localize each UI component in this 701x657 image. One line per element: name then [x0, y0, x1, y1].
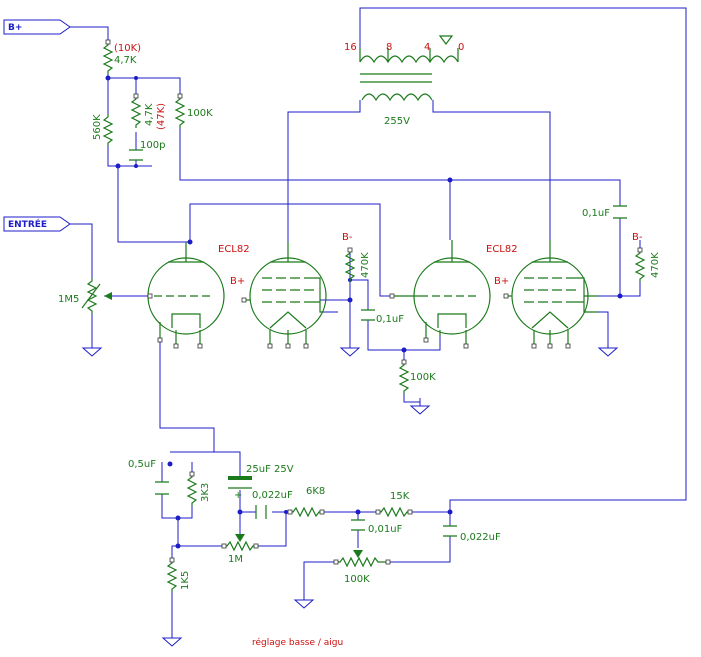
label-c-100p: 100p — [140, 140, 165, 151]
ground-100k — [294, 591, 314, 609]
label-r-6k8: 6K8 — [306, 486, 325, 497]
ground-tube2 — [598, 339, 618, 357]
capacitor-25uf: + — [228, 476, 252, 501]
tube-2-pentode — [506, 240, 598, 346]
capacitor-100p — [129, 149, 143, 161]
tube-left-label: ECL82 — [218, 244, 250, 255]
bplus-left-label: B+ — [230, 276, 245, 287]
label-c-001: 0,01uF — [368, 524, 403, 535]
resistor-15k — [377, 507, 411, 517]
label-r-1k5: 1K5 — [180, 571, 191, 590]
output-transformer: 16 8 4 0 255V — [344, 35, 464, 127]
resistor-4k7-top — [103, 41, 113, 75]
ground-mid — [410, 397, 430, 415]
label-c-05: 0,5uF — [128, 459, 156, 470]
tap-16: 16 — [344, 42, 357, 53]
junctions — [105, 75, 623, 549]
tube-right-label: ECL82 — [486, 244, 518, 255]
capacitor-0022uf-1 — [255, 505, 267, 519]
bminus-1-label: B- — [342, 232, 353, 243]
label-r-560k: 560K — [92, 114, 103, 140]
tap-8: 8 — [386, 42, 392, 53]
resistor-560k — [103, 113, 113, 147]
tap-0: 0 — [458, 42, 464, 53]
bminus-2-label: B- — [632, 232, 643, 243]
wiring — [70, 7, 687, 630]
tap-4: 4 — [424, 42, 430, 53]
tube-2-triode — [392, 240, 491, 346]
potentiometer-1m5 — [81, 278, 112, 314]
label-c-01-1: 0,1uF — [376, 314, 404, 325]
label-r-47k-a: 4,7K — [144, 103, 155, 126]
label-c-0022-2: 0,022uF — [460, 532, 501, 543]
label-pot-1m: 1M — [228, 554, 243, 565]
label-r-15k: 15K — [390, 491, 410, 502]
label-r-100k-top: 100K — [187, 108, 213, 119]
tube-1-pentode — [244, 242, 327, 346]
tube-labels: ECL82 ECL82 B+ B+ B- B- — [218, 232, 643, 287]
capacitor-01uf-2 — [613, 205, 627, 219]
label-r-top-alt: (10K) — [114, 43, 141, 54]
label-r-470k-1: 470K — [360, 252, 371, 278]
capacitor-0022uf-2 — [443, 525, 457, 537]
label-c-25: 25uF 25V — [246, 464, 294, 475]
label-r-100k-mid: 100K — [410, 372, 436, 383]
label-r-top: 4,7K — [114, 55, 137, 66]
capacitor-01uf-1 — [361, 309, 375, 321]
label-pot-100k: 100K — [344, 574, 370, 585]
label-r-47k-b: (47K) — [156, 103, 167, 130]
tube-1-triode — [147, 242, 225, 346]
capacitor-05uf — [155, 481, 169, 495]
resistor-6k8 — [289, 507, 323, 517]
potentiometer-100k — [336, 550, 388, 568]
ground-input — [82, 339, 102, 357]
label-c-0022-1: 0,022uF — [252, 490, 293, 501]
resistor-100k-mid — [399, 361, 409, 395]
resistor-1k5 — [167, 559, 177, 593]
input-port: ENTRÉE — [3, 216, 71, 232]
label-r-3k3: 3K3 — [200, 483, 211, 502]
resistor-3k3 — [187, 473, 197, 507]
resistor-100k-top — [175, 95, 185, 129]
potentiometer-1m — [223, 534, 257, 551]
primary-voltage: 255V — [384, 116, 410, 127]
label-r-470k-2: 470K — [650, 252, 661, 278]
pin-markers — [105, 39, 643, 565]
caption: réglage basse / aigu — [252, 637, 343, 648]
ground-tube1 — [340, 339, 360, 357]
resistor-4k7-47k — [131, 95, 141, 129]
bplus-right-label: B+ — [494, 276, 509, 287]
label-pot-input: 1M5 — [58, 294, 79, 305]
bplus-port-label: B+ — [8, 23, 22, 33]
capacitor-001uf — [351, 519, 365, 531]
svg-text:+: + — [234, 490, 242, 501]
input-port-label: ENTRÉE — [8, 218, 47, 230]
bplus-port: B+ — [3, 19, 71, 35]
component-labels: (10K) 4,7K 560K 4,7K (47K) 100p 100K 1M5… — [58, 43, 661, 590]
label-c-01-2: 0,1uF — [582, 208, 610, 219]
resistor-470k-2 — [635, 249, 645, 283]
ground-1k5 — [162, 629, 182, 647]
